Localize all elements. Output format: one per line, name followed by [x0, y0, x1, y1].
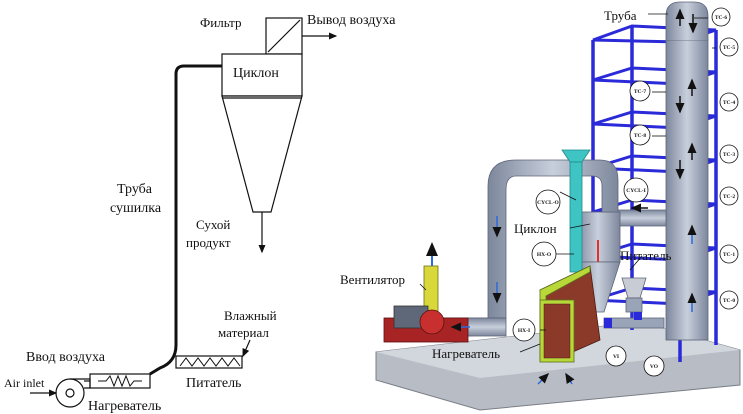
- tag-cycli-text: CYCL-I: [626, 188, 646, 194]
- wet-material-arrow: [242, 339, 251, 358]
- tag-tc3-text: TC-3: [723, 152, 735, 158]
- label-cyclone: Циклон: [233, 66, 279, 81]
- label-air-input: Ввод воздуха: [26, 350, 106, 365]
- tag-vo: [643, 355, 665, 377]
- tag-tc0-text: TC-0: [723, 298, 735, 304]
- tag-vi: [605, 345, 627, 367]
- label-filter: Фильтр: [200, 15, 242, 30]
- tag-cycli: [623, 177, 649, 203]
- tag-hxo: [531, 241, 557, 267]
- tag-tc2: [719, 186, 739, 206]
- schematic: [30, 17, 338, 408]
- cyclone-box: [221, 53, 303, 97]
- tag-tc1: [719, 244, 739, 264]
- tag-tc4: [719, 92, 739, 112]
- tag-tc2-text: TC-2: [723, 194, 735, 200]
- label-3d-fan: Вентилятор: [340, 272, 405, 287]
- label-drying-tube-2: сушилка: [110, 201, 162, 216]
- cyclone-cone: [221, 95, 303, 213]
- label-wet-material-1: Влажный: [224, 308, 277, 323]
- label-air-inlet: Air inlet: [4, 376, 45, 390]
- label-3d-cyclone: Циклон: [514, 221, 557, 236]
- tag-tc5-text: TC-5: [723, 45, 735, 51]
- feeder-hopper: [621, 277, 647, 299]
- drying-tube: [149, 64, 222, 376]
- chimney: [569, 161, 583, 273]
- fan-wheel: [419, 309, 445, 335]
- tag-hxi: [512, 318, 536, 342]
- tag-tc6: [711, 7, 731, 27]
- model-3d: TC-6 TC-5 TC-7 TC-4 TC-8 TC-3 TC-2 TC-1 …: [340, 1, 741, 411]
- tag-cyclo: [535, 189, 561, 215]
- label-heater: Нагреватель: [88, 399, 161, 414]
- tag-tc4-text: TC-4: [723, 100, 735, 106]
- label-3d-heater: Нагреватель: [432, 346, 500, 361]
- tag-tc0: [719, 290, 739, 310]
- tag-tc3: [719, 144, 739, 164]
- label-3d-feeder: Питатель: [620, 248, 672, 263]
- tag-cyclo-text: CYCL-O: [537, 200, 559, 206]
- tag-tc6-text: TC-6: [715, 15, 727, 21]
- label-3d-pipe: Труба: [604, 8, 637, 23]
- tag-tc1-text: TC-1: [723, 252, 735, 258]
- label-dry-product-1: Сухой: [196, 217, 230, 232]
- tower-duct-top: [665, 1, 709, 40]
- tc-tags: [512, 7, 739, 377]
- label-air-out: Вывод воздуха: [307, 13, 396, 28]
- flow-arrows: [450, 216, 697, 385]
- flow-arrows-dark: [630, 8, 698, 213]
- tag-tc8: [629, 124, 651, 146]
- feeder-body: [625, 297, 643, 313]
- tag-tc8-text: TC-8: [634, 133, 646, 139]
- tag-tc7: [629, 80, 651, 102]
- tower-duct-left: [665, 39, 709, 341]
- tag-vi-text: VI: [613, 354, 619, 360]
- label-dry-product-2: продукт: [186, 235, 231, 250]
- tag-tc7-text: TC-7: [634, 89, 646, 95]
- label-drying-tube-1: Труба: [117, 182, 153, 197]
- label-feeder: Питатель: [186, 376, 241, 391]
- tag-vo-text: VO: [650, 364, 659, 370]
- tag-tc5: [719, 37, 739, 57]
- label-wet-material-2: материал: [218, 325, 269, 340]
- tag-hxi-text: HX-I: [518, 328, 530, 334]
- tag-hxo-text: HX-O: [537, 252, 552, 258]
- filter-diagonal: [267, 19, 301, 53]
